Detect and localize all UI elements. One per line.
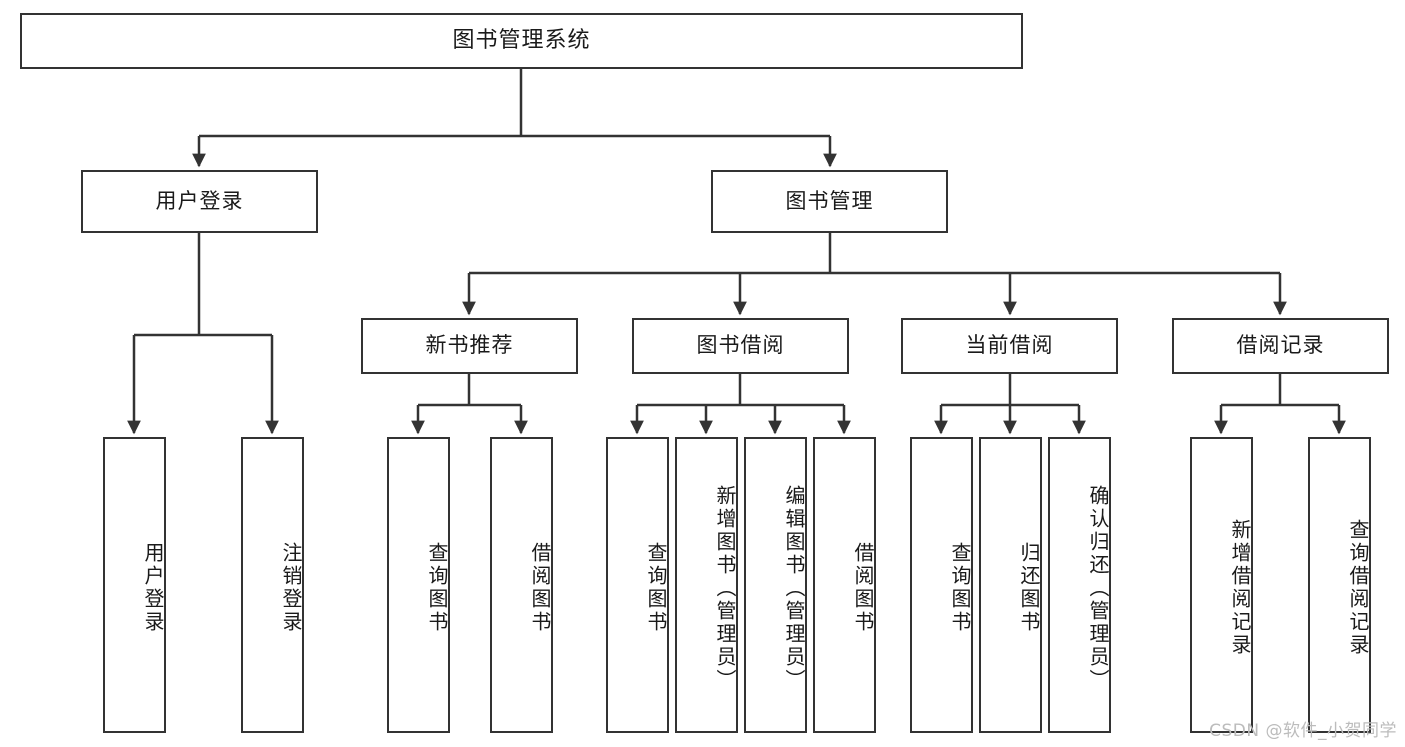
leaf-current-borrow-query[interactable]: 查询图书 [910,437,973,733]
node-current-borrow[interactable]: 当前借阅 [901,318,1118,374]
node-new-book-recommend-label: 新书推荐 [425,333,514,358]
leaf-borrow-record-query-label: 查询借阅记录 [1346,519,1370,657]
leaf-current-borrow-confirm-label: 确认归还（管理员） [1086,484,1110,692]
leaf-book-borrow-edit[interactable]: 编辑图书（管理员） [744,437,807,733]
node-current-borrow-label: 当前借阅 [965,333,1054,358]
leaf-current-borrow-confirm[interactable]: 确认归还（管理员） [1048,437,1111,733]
node-new-book-recommend[interactable]: 新书推荐 [361,318,578,374]
leaf-current-borrow-return-label: 归还图书 [1017,542,1041,634]
leaf-new-book-query-label: 查询图书 [425,542,449,634]
leaf-new-book-borrow-label: 借阅图书 [528,542,552,634]
leaf-borrow-record-add[interactable]: 新增借阅记录 [1190,437,1253,733]
csdn-watermark: CSDN @软件_小贺同学 [1209,721,1397,741]
leaf-book-borrow-query[interactable]: 查询图书 [606,437,669,733]
leaf-borrow-record-query[interactable]: 查询借阅记录 [1308,437,1371,733]
leaf-borrow-record-add-label: 新增借阅记录 [1228,519,1252,657]
node-book-borrow[interactable]: 图书借阅 [632,318,849,374]
leaf-book-borrow-query-label: 查询图书 [644,542,668,634]
leaf-new-book-query[interactable]: 查询图书 [387,437,450,733]
leaf-user-login-login[interactable]: 用户登录 [103,437,166,733]
leaf-user-login-logout[interactable]: 注销登录 [241,437,304,733]
leaf-current-borrow-query-label: 查询图书 [948,542,972,634]
node-user-login[interactable]: 用户登录 [81,170,318,233]
node-borrow-record-label: 借阅记录 [1236,333,1325,358]
leaf-new-book-borrow[interactable]: 借阅图书 [490,437,553,733]
node-root-system[interactable]: 图书管理系统 [20,13,1023,69]
leaf-book-borrow-add-label: 新增图书（管理员） [713,484,737,692]
leaf-user-login-login-label: 用户登录 [141,542,165,634]
node-book-management-label: 图书管理 [785,188,874,213]
node-book-management[interactable]: 图书管理 [711,170,948,233]
leaf-user-login-logout-label: 注销登录 [279,542,303,634]
node-root-system-label: 图书管理系统 [452,27,591,53]
leaf-book-borrow-borrow-label: 借阅图书 [851,542,875,634]
node-user-login-label: 用户登录 [155,188,244,213]
leaf-book-borrow-edit-label: 编辑图书（管理员） [782,484,806,692]
leaf-book-borrow-add[interactable]: 新增图书（管理员） [675,437,738,733]
node-book-borrow-label: 图书借阅 [696,333,785,358]
leaf-book-borrow-borrow[interactable]: 借阅图书 [813,437,876,733]
node-borrow-record[interactable]: 借阅记录 [1172,318,1389,374]
leaf-current-borrow-return[interactable]: 归还图书 [979,437,1042,733]
